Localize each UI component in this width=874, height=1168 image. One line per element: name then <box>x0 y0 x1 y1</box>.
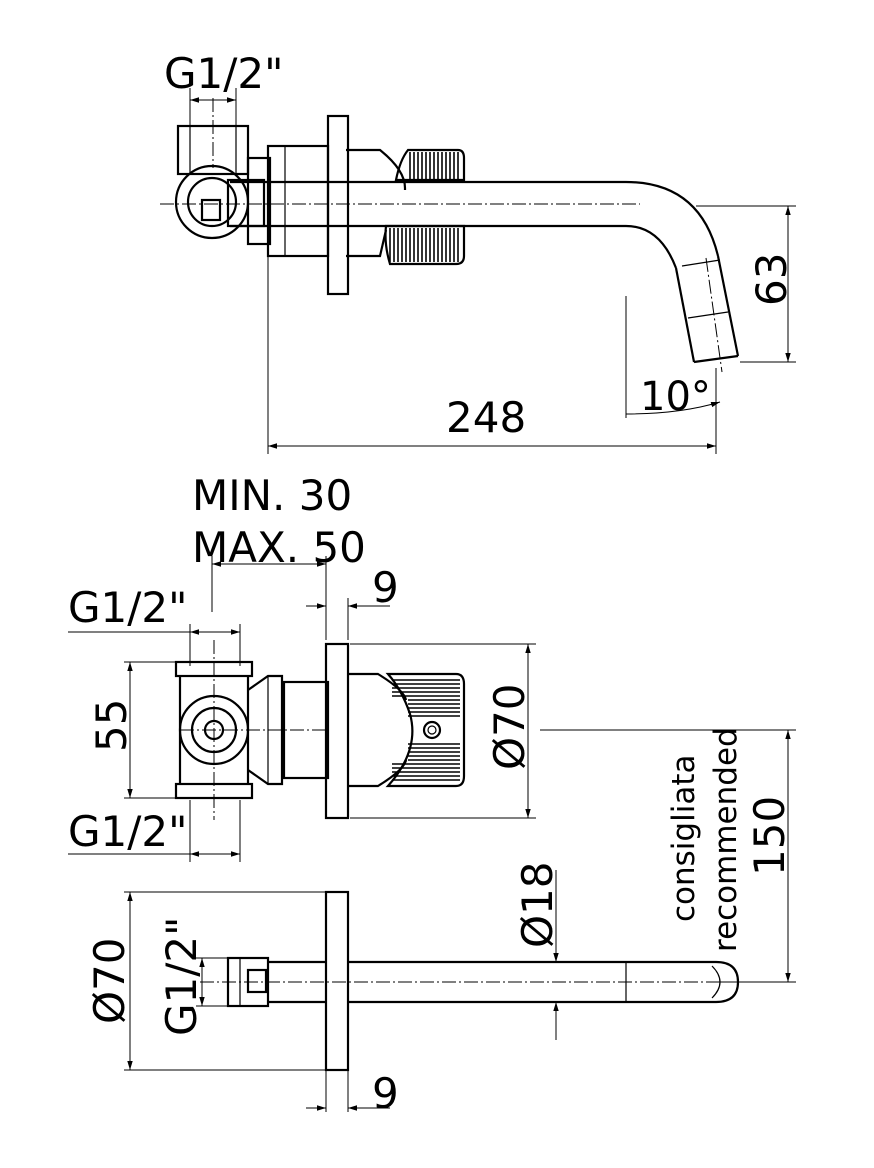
side-view: G1/2" 63 10° 248 <box>160 49 796 454</box>
spout-dimensions <box>124 730 796 1112</box>
label-g12-top: G1/2" <box>164 49 283 98</box>
label-recommended: recommended <box>708 727 744 952</box>
spout-tube <box>200 956 744 1008</box>
label-g12-spout: G1/2" <box>157 917 206 1036</box>
body-dimensions <box>68 643 796 862</box>
body-knurled-handle <box>385 672 466 788</box>
side-spout <box>160 180 740 373</box>
side-dimensions <box>189 88 796 454</box>
label-angle-10: 10° <box>640 374 711 420</box>
label-dia-18: Ø18 <box>513 861 562 948</box>
spout-view: Ø18 consigliata recommended 150 Ø70 G1/2… <box>85 727 796 1118</box>
body-block <box>174 640 326 820</box>
label-55: 55 <box>87 699 136 752</box>
label-dia-70-spout: Ø70 <box>85 937 134 1024</box>
label-248: 248 <box>446 393 526 442</box>
label-g12-lower: G1/2" <box>68 807 187 856</box>
side-wall-plate <box>326 114 350 296</box>
side-knurled-handle <box>384 148 466 266</box>
spout-wall-plate <box>324 890 350 1072</box>
label-max-50: MAX. 50 <box>192 523 366 572</box>
label-g12-upper: G1/2" <box>68 583 187 632</box>
body-wall-plate <box>324 642 350 820</box>
body-view: MIN. 30 MAX. 50 9 G1/2" <box>68 471 796 862</box>
label-min-30: MIN. 30 <box>192 471 352 520</box>
label-consigliata: consigliata <box>666 755 702 922</box>
label-dia-70-body: Ø70 <box>485 683 534 770</box>
label-9-bottom: 9 <box>372 1069 399 1118</box>
side-valve-body <box>266 144 407 258</box>
label-150: 150 <box>745 796 794 876</box>
label-63: 63 <box>747 253 796 306</box>
label-9-top: 9 <box>372 563 399 612</box>
side-inlet-fitting <box>174 98 272 246</box>
